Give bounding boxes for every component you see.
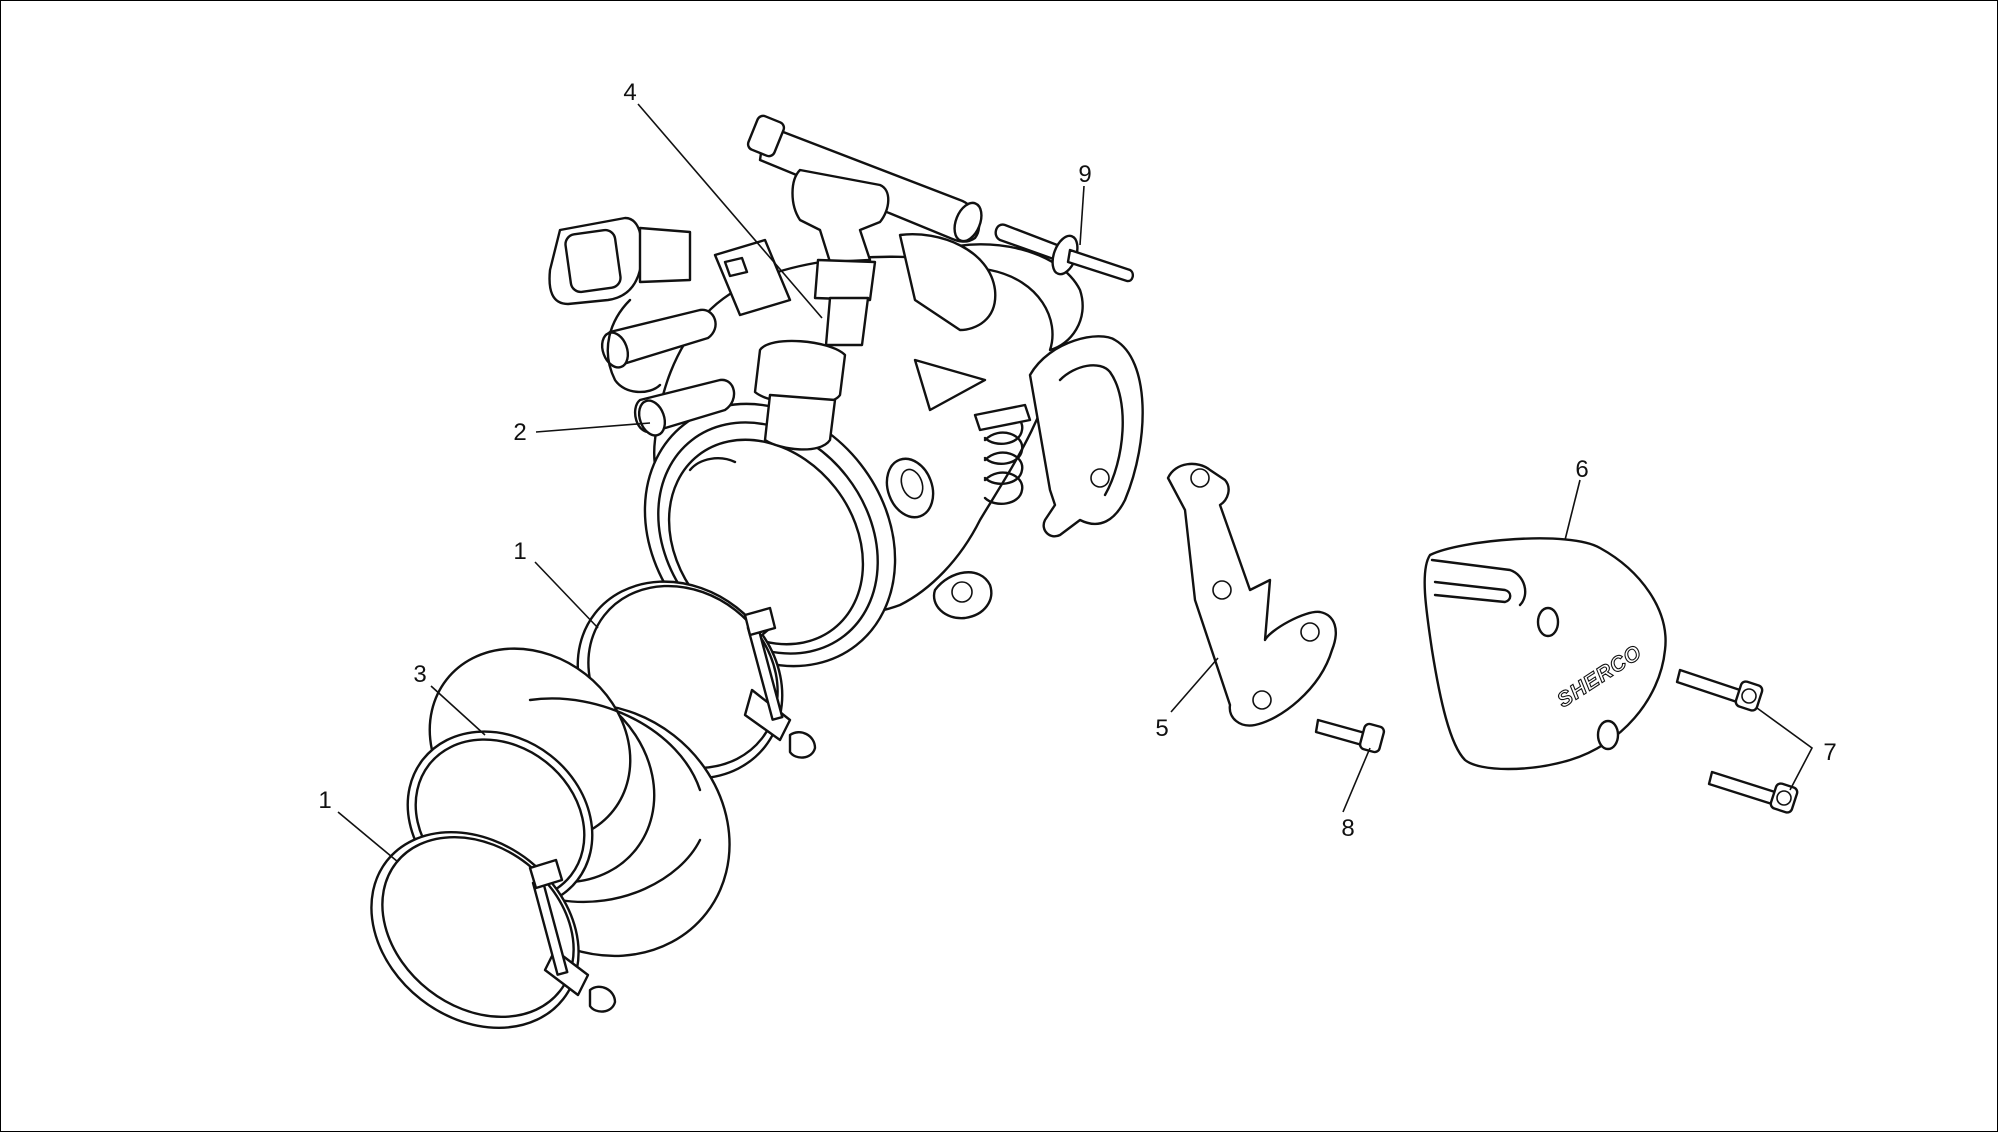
callout-1-upper: 1 xyxy=(513,538,526,565)
throttle-body xyxy=(548,114,1144,668)
callout-numbers: 1 1 2 3 4 5 6 7 8 9 xyxy=(318,79,1836,842)
callout-5: 5 xyxy=(1155,715,1168,742)
callout-2: 2 xyxy=(513,419,526,446)
bracket xyxy=(1166,462,1337,727)
callout-4: 4 xyxy=(623,79,636,106)
screw-7a xyxy=(1675,668,1764,712)
callout-9: 9 xyxy=(1078,161,1091,188)
screw-8 xyxy=(1314,718,1386,754)
callout-6: 6 xyxy=(1575,456,1588,483)
hose-clamp-lower xyxy=(370,831,617,1029)
callout-8: 8 xyxy=(1341,815,1354,842)
leader-lines xyxy=(337,103,1814,863)
callout-3: 3 xyxy=(413,661,426,688)
callout-1-lower: 1 xyxy=(318,787,331,814)
screw-7b xyxy=(1707,770,1799,814)
pin-grommet xyxy=(994,223,1135,283)
callout-7: 7 xyxy=(1823,739,1836,766)
return-spring xyxy=(973,403,1032,506)
throttle-cover xyxy=(1423,537,1667,771)
